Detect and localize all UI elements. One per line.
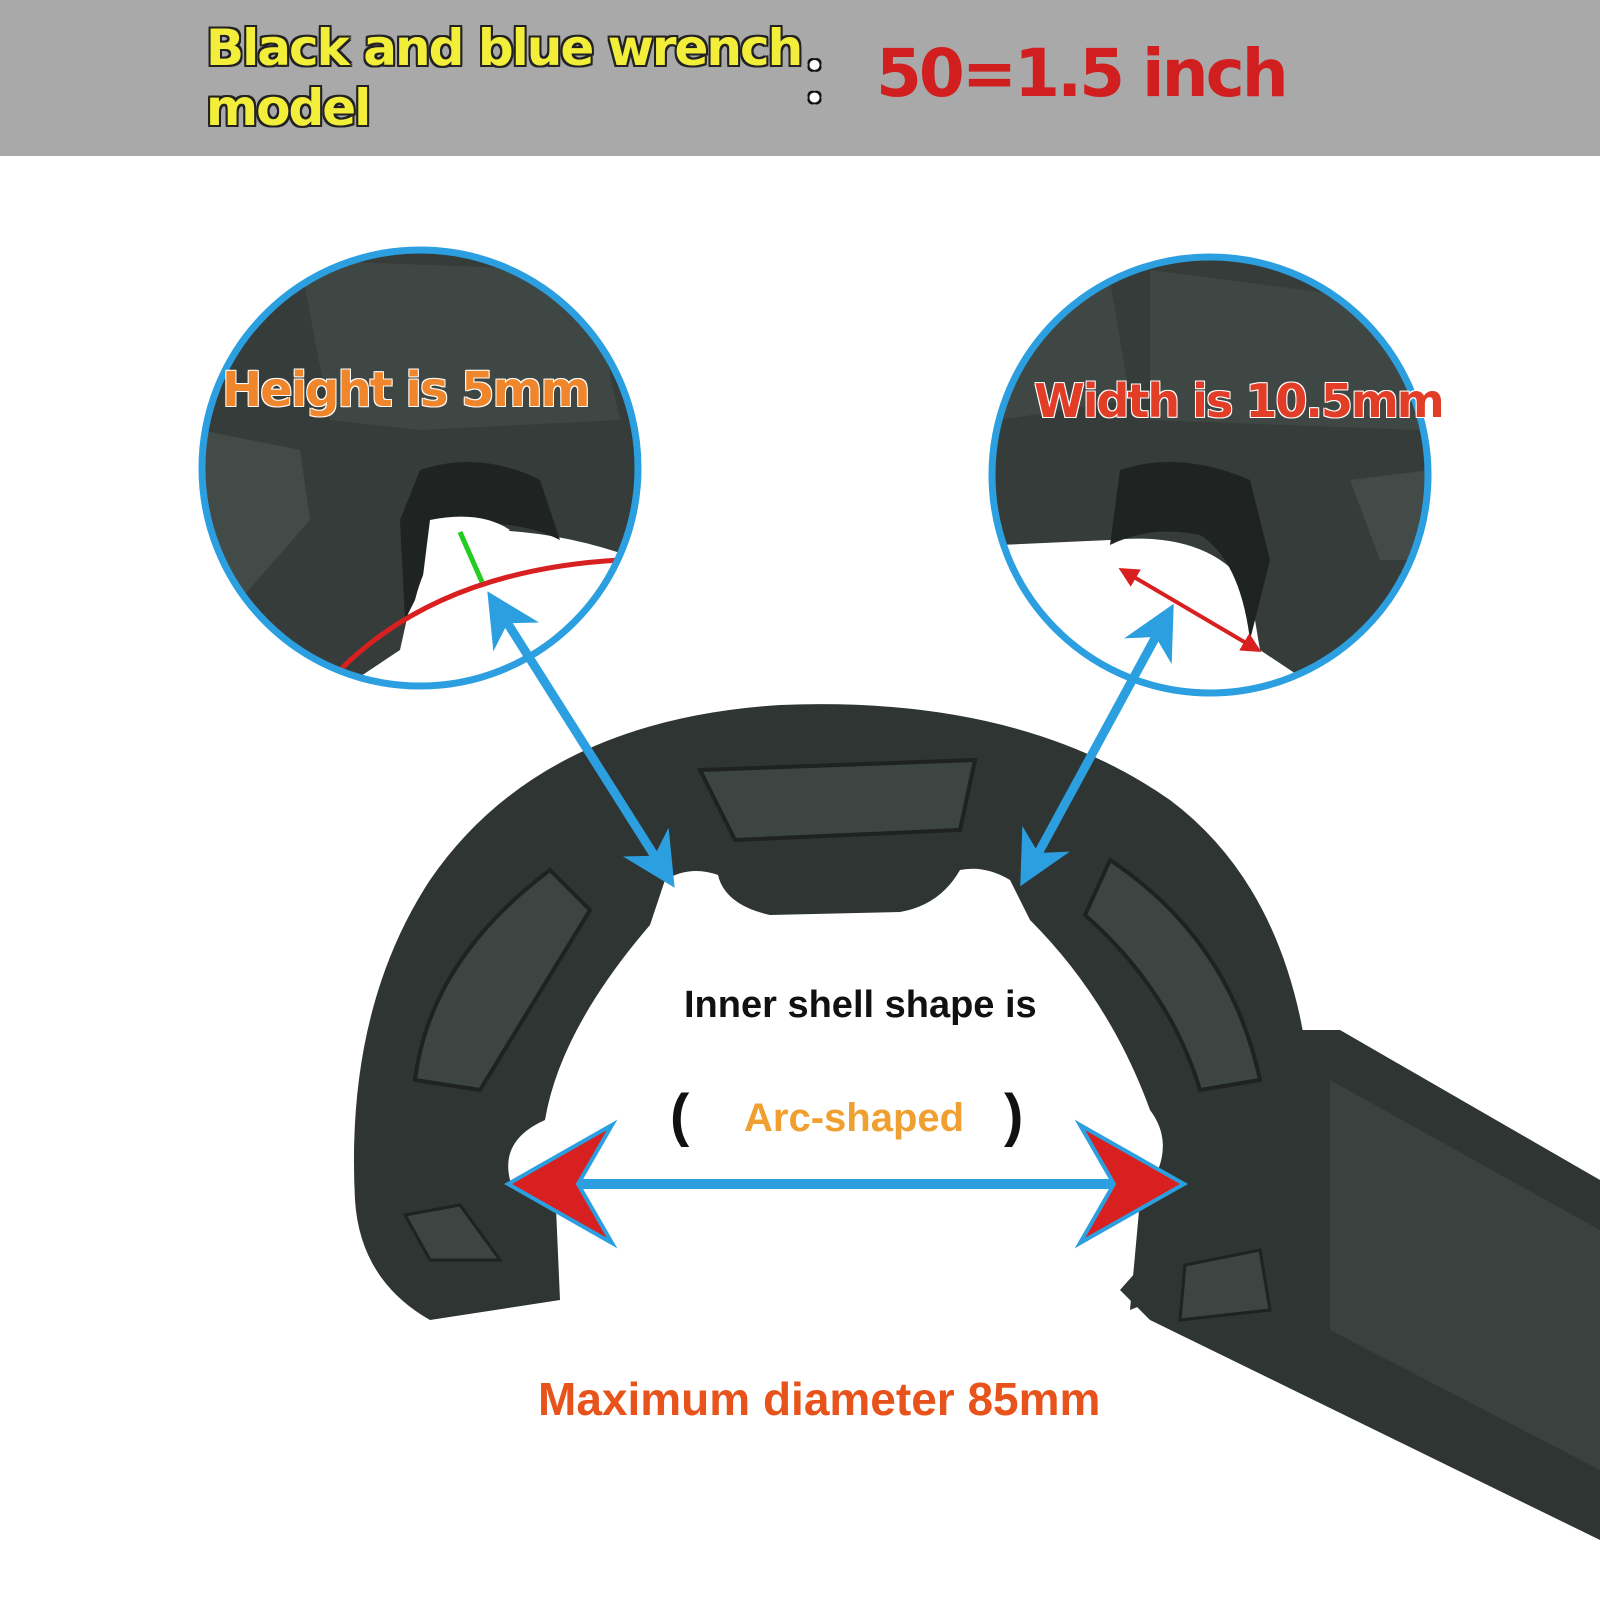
zoom-circle-icon	[988, 253, 1432, 697]
red-arrowhead-icon	[1074, 1119, 1189, 1249]
close-paren: )	[1004, 1083, 1024, 1148]
red-arrowhead-icon	[503, 1119, 618, 1249]
blue-arrow-icon	[1020, 603, 1174, 887]
title-banner: Black and blue wrench model ： 50=1.5 inc…	[0, 0, 1600, 156]
label-separator: ：	[798, 41, 864, 118]
size-label: 50=1.5 inch	[876, 35, 1289, 112]
zoom-circle-icon	[198, 246, 642, 690]
inner-shell-label: Inner shell shape is	[684, 984, 1037, 1026]
wrench-model-label: Black and blue wrench model	[206, 19, 803, 137]
width-callout: Width is 10.5mm	[1034, 374, 1445, 428]
max-diameter-label: Maximum diameter 85mm	[538, 1373, 1101, 1425]
height-callout: Height is 5mm	[222, 362, 591, 418]
open-paren: (	[670, 1083, 690, 1148]
arc-shaped-label: Arc-shaped	[744, 1096, 965, 1140]
blue-arrow-icon	[487, 591, 675, 888]
diameter-arrow	[503, 1119, 1189, 1249]
